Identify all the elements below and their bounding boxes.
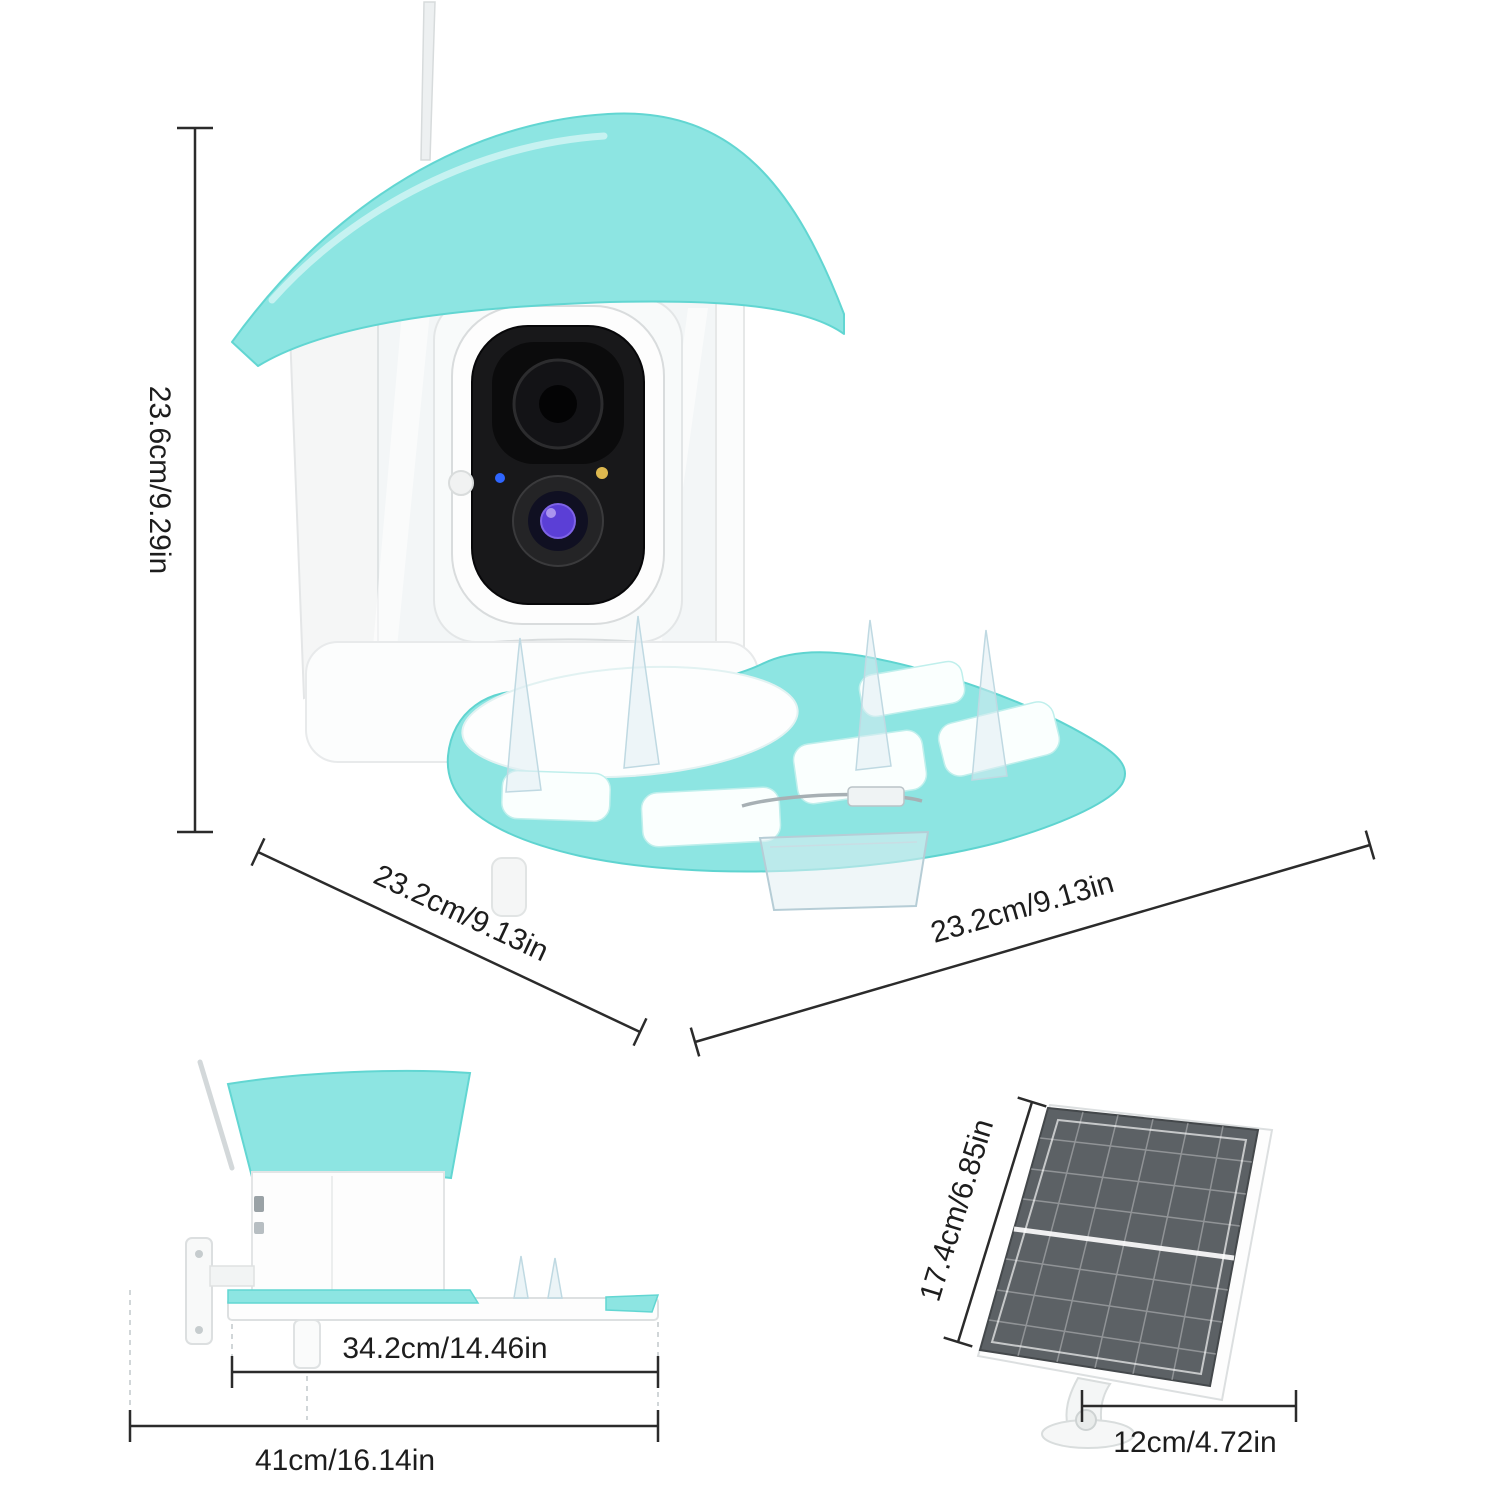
tray-edge-side xyxy=(227,1289,480,1304)
roof xyxy=(231,112,845,367)
solar-base-dimension-ticks xyxy=(1080,1390,1298,1422)
platform-width-dimension-ticks xyxy=(230,1356,660,1388)
lens-highlight xyxy=(546,508,556,518)
hinge-detail xyxy=(254,1222,264,1234)
camera-lens-iris xyxy=(540,503,576,539)
solar-height-dimension-ticks xyxy=(943,1096,1047,1348)
clear-spike xyxy=(855,619,892,771)
clear-spike xyxy=(505,637,542,793)
hinge-detail xyxy=(254,1196,264,1212)
solar-base-dimension-label: 12cm/4.72in xyxy=(1113,1426,1276,1459)
platform-cutout xyxy=(640,786,782,848)
clear-spike-side xyxy=(513,1255,563,1299)
solar-stand-hinge xyxy=(1075,1409,1097,1431)
platform-cutout xyxy=(858,660,966,718)
clear-spike xyxy=(623,615,660,769)
mount-pole-stub xyxy=(491,857,527,917)
roof-side xyxy=(226,1069,472,1180)
height-dimension-label: 23.6cm/9.29in xyxy=(143,386,176,574)
house-right-pillar xyxy=(715,301,745,653)
house-body-side xyxy=(251,1171,445,1303)
house-left-wall xyxy=(288,302,379,700)
solar-height-dimension-label: 17.4cm/6.85in xyxy=(914,1115,1001,1305)
height-dimension-ticks xyxy=(177,126,213,834)
feeder-wire xyxy=(741,792,923,808)
bracket-screw xyxy=(195,1326,203,1334)
platform-tip-side xyxy=(605,1294,660,1313)
solar-panel-face xyxy=(978,1106,1260,1388)
bird-feeder-side-view: 34.2cm/14.46in 41cm/16.14in xyxy=(128,1059,660,1477)
bracket-arm xyxy=(209,1265,255,1287)
depth-dimension-ticks xyxy=(250,837,648,1047)
roof-highlight xyxy=(268,132,608,304)
solar-panel-view: 17.4cm/6.85in 12cm/4.72in xyxy=(914,1096,1298,1459)
depth-dimension-line xyxy=(257,850,641,1034)
motion-sensor-core xyxy=(539,385,577,423)
width-dimension-ticks xyxy=(689,830,1376,1057)
antenna-side xyxy=(197,1059,235,1171)
solar-panel-inner-border xyxy=(990,1118,1248,1376)
platform-width-dimension-label: 34.2cm/14.46in xyxy=(342,1332,547,1365)
sync-button xyxy=(448,470,474,496)
seed-cup-edge xyxy=(769,841,918,848)
bracket-screw xyxy=(195,1250,203,1258)
mount-bracket-plate xyxy=(185,1237,213,1345)
antenna xyxy=(420,1,436,161)
bird-feeder-front-view xyxy=(231,1,1127,917)
wire-clip xyxy=(847,786,905,807)
clear-seed-cup xyxy=(758,830,930,912)
total-width-dimension-ticks xyxy=(128,1410,660,1442)
pole-side xyxy=(293,1319,321,1369)
solar-height-dimension-line xyxy=(956,1101,1034,1343)
width-dimension-line xyxy=(694,843,1371,1044)
width-dimension-label: 23.2cm/9.13in xyxy=(927,866,1117,950)
total-width-dimension-label: 41cm/16.14in xyxy=(255,1444,435,1477)
clear-spike xyxy=(971,629,1008,781)
solar-panel-divider xyxy=(1013,1226,1235,1261)
status-led-amber xyxy=(596,467,608,479)
window-reflection xyxy=(372,308,708,658)
status-led-blue xyxy=(495,473,505,483)
